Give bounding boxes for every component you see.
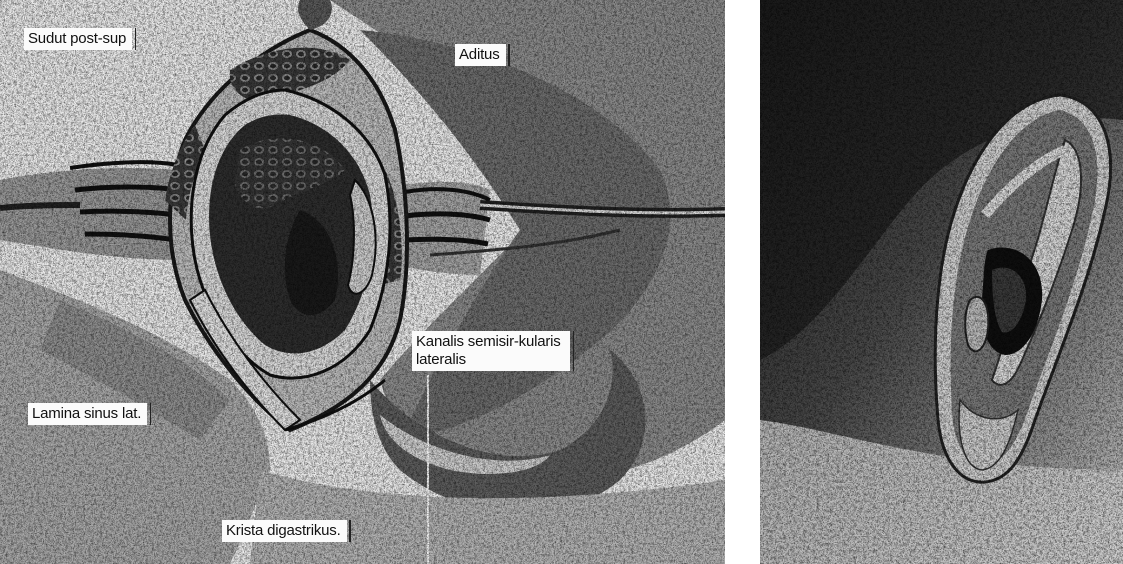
label-sudut-post-sup: Sudut post-sup [24, 28, 132, 50]
mastoid-drawing [0, 0, 725, 564]
label-aditus: Aditus [455, 44, 506, 66]
label-kanalis-semisirkularis-lateralis: Kanalis semisir-kularis lateralis [412, 331, 570, 371]
label-lamina-sinus-lat: Lamina sinus lat. [28, 403, 147, 425]
label-krista-digastrikus: Krista digastrikus. [222, 520, 347, 542]
mastoid-surgery-illustration: Sudut post-sup Aditus Kanalis semisir-ku… [0, 0, 725, 564]
ear-illustration [760, 0, 1123, 564]
ear-drawing [760, 0, 1123, 564]
